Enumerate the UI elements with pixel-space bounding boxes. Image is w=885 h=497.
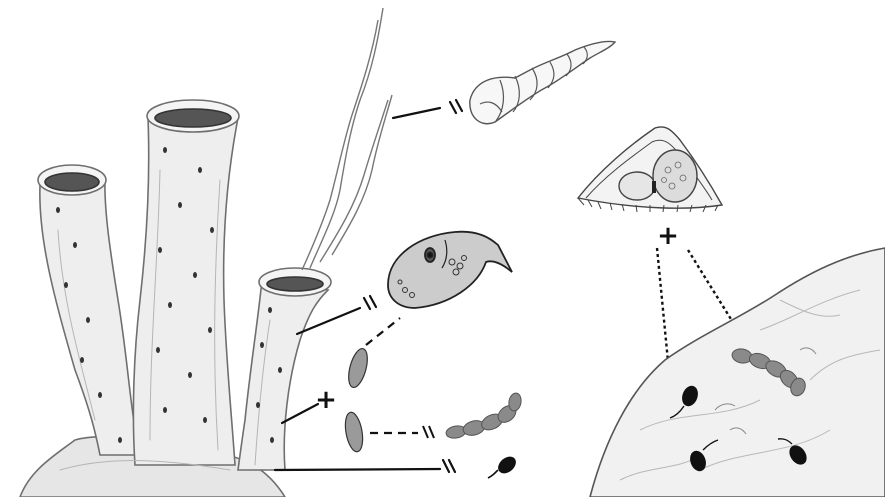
dashed-fish-link [366, 318, 400, 345]
dashed-connectors [366, 318, 418, 433]
dark-bacterium-left [488, 453, 519, 478]
connector-base [275, 469, 440, 470]
grey-chain-microbe-left [445, 392, 522, 440]
filament-strands [302, 8, 392, 270]
tube-sponge [20, 100, 331, 497]
plus-sign-left: + [315, 385, 337, 415]
oval-protist-lower [343, 411, 366, 453]
grey-fish [388, 232, 512, 308]
foraminifera-shell [578, 127, 722, 212]
oval-protist-upper [345, 347, 371, 390]
oval-protists [343, 347, 371, 453]
coral-rock [590, 248, 885, 497]
segmented-worm [470, 41, 615, 123]
connector-worm [393, 108, 440, 118]
plus-sign-right: + [657, 221, 679, 251]
